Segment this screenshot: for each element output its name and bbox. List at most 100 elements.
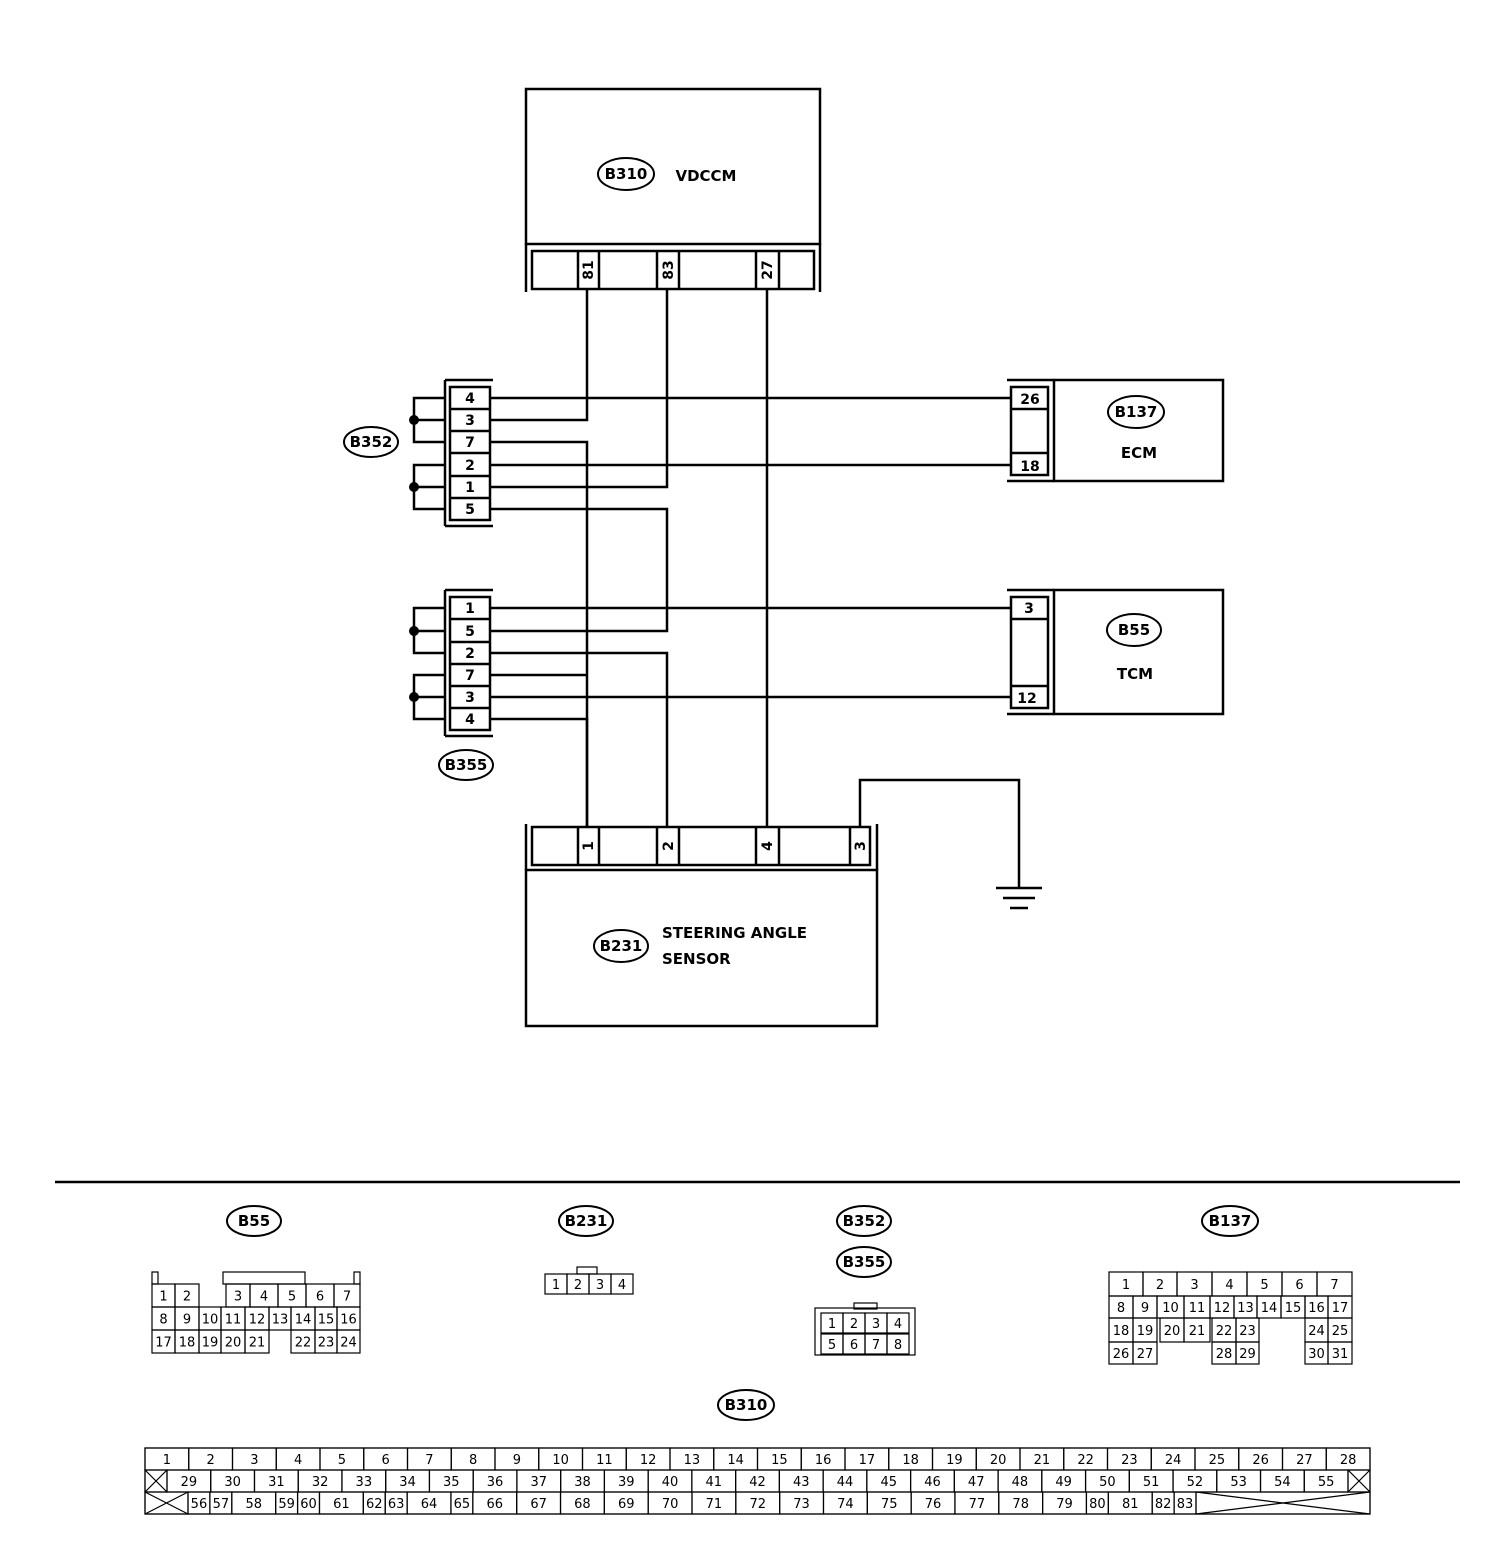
b310-pin-33-label: 33 [356, 1475, 373, 1490]
b352-pin-3: 3 [465, 413, 475, 429]
b310-pin-70-label: 70 [662, 1497, 679, 1512]
vdccm-connector-id: B310 [605, 165, 648, 183]
b310-pin-65-label: 65 [454, 1497, 471, 1512]
b310-pin-80-label: 80 [1089, 1497, 1106, 1512]
b310-pin-6-label: 6 [381, 1453, 389, 1468]
b231-pin-1-label: 1 [552, 1278, 560, 1293]
b55-pin-1-label: 1 [159, 1290, 167, 1305]
b310-pin-68-label: 68 [574, 1497, 591, 1512]
b55-pin-5-label: 5 [288, 1290, 296, 1305]
b310-pin-12-label: 12 [640, 1453, 657, 1468]
b310-pin-35-label: 35 [443, 1475, 460, 1490]
b310-pin-36-label: 36 [487, 1475, 504, 1490]
b137-pin-27-cell [1132, 1341, 1158, 1365]
b137-pin-24-label: 24 [1308, 1324, 1325, 1339]
b310-pin-67-label: 67 [530, 1497, 547, 1512]
b310-pin-11-label: 11 [596, 1453, 613, 1468]
b137-pin-14-label: 14 [1261, 1301, 1278, 1316]
vdccm-label: VDCCM [675, 167, 736, 185]
b55-pin-7-label: 7 [343, 1290, 351, 1305]
b310-pin-75-label: 75 [881, 1497, 898, 1512]
b352-pin-2: 2 [465, 458, 475, 474]
b137-pin-13-label: 13 [1237, 1301, 1254, 1316]
b137-pin-18-label: 18 [1113, 1324, 1130, 1339]
b55-pin-24-cell [336, 1329, 361, 1354]
b137-pin-19-label: 19 [1137, 1324, 1154, 1339]
vdccm-pin-81: 81 [581, 260, 597, 279]
b310-pin-29-label: 29 [181, 1475, 198, 1490]
joint-connector-b355: 1 5 2 7 3 4 B355 [409, 588, 494, 781]
b310-pin-50-label: 50 [1099, 1475, 1116, 1490]
b137-pin-8-label: 8 [1117, 1301, 1125, 1316]
b310-pin-30-label: 30 [224, 1475, 241, 1490]
b137-pin-16-label: 16 [1308, 1301, 1325, 1316]
b137-pin-21-label: 21 [1189, 1324, 1206, 1339]
b310-pin-21-label: 21 [1034, 1453, 1051, 1468]
b310-pin-78-label: 78 [1012, 1497, 1029, 1512]
b355-face-id: B355 [843, 1253, 886, 1271]
b231-pin-4-label: 4 [618, 1278, 626, 1293]
b355-pin-5: 5 [465, 624, 475, 640]
b310-pin-27-label: 27 [1296, 1453, 1313, 1468]
b310-pin-43-label: 43 [793, 1475, 810, 1490]
vdccm-connector-id-oval [597, 157, 655, 191]
b137-pin-9-label: 9 [1141, 1301, 1149, 1316]
b352-pin-1: 1 [465, 480, 475, 496]
b137-pin-21-cell [1183, 1317, 1211, 1343]
b310-pin-63-label: 63 [388, 1497, 405, 1512]
b310-pin-40-label: 40 [662, 1475, 679, 1490]
b310-pin-83-label: 83 [1177, 1497, 1194, 1512]
b231-pin-2-label: 2 [574, 1278, 582, 1293]
b55-pin-17-label: 17 [155, 1336, 172, 1351]
ecm-pin-18: 18 [1020, 459, 1039, 475]
b310-pin-81-label: 81 [1122, 1497, 1139, 1512]
b55-pin-15-label: 15 [318, 1313, 335, 1328]
b310-pin-39-label: 39 [618, 1475, 635, 1490]
joint-connector-b352: 4 3 7 2 1 5 B352 [343, 378, 493, 528]
b352-face-id-oval [836, 1205, 892, 1237]
b55-pin-22-label: 22 [295, 1336, 312, 1351]
sas-label-line1: STEERING ANGLE [662, 924, 807, 942]
b55-pin-16-label: 16 [340, 1313, 357, 1328]
b352-face-id: B352 [843, 1212, 886, 1230]
ecm-label: ECM [1121, 444, 1157, 462]
b310-pin-13-label: 13 [684, 1453, 701, 1468]
b137-pin-15-label: 15 [1285, 1301, 1302, 1316]
vdccm-pin-27: 27 [760, 260, 776, 279]
b310-pin-69-label: 69 [618, 1497, 635, 1512]
b55-pin-4-label: 4 [260, 1290, 268, 1305]
b137-pin-23-label: 23 [1239, 1324, 1256, 1339]
b352-id: B352 [350, 433, 393, 451]
b310-pin-49-label: 49 [1055, 1475, 1072, 1490]
b310-pin-26-label: 26 [1252, 1453, 1269, 1468]
wiring-harness [490, 289, 1042, 910]
b310-pin-15-label: 15 [771, 1453, 788, 1468]
sas-pin-4: 4 [760, 841, 776, 851]
ecm-pin-26: 26 [1020, 392, 1039, 408]
b310-pin-57-label: 57 [213, 1497, 230, 1512]
b310-pin-22-label: 22 [1077, 1453, 1094, 1468]
b352-pin-5: 5 [465, 502, 475, 518]
b55-pin-13-label: 13 [272, 1313, 289, 1328]
b310-pin-52-label: 52 [1187, 1475, 1204, 1490]
b137-pin-26-label: 26 [1113, 1347, 1130, 1362]
b352-b355-pin-4-label: 4 [894, 1317, 902, 1332]
b137-pin-1-label: 1 [1122, 1278, 1130, 1293]
b355-pin-4: 4 [465, 712, 475, 728]
b55-pin-21-label: 21 [249, 1336, 266, 1351]
b137-pin-30-label: 30 [1308, 1347, 1325, 1362]
b310-pin-45-label: 45 [880, 1475, 897, 1490]
b310-pin-54-label: 54 [1274, 1475, 1291, 1490]
b137-pin-31-cell [1327, 1341, 1353, 1365]
b310-pin-42-label: 42 [749, 1475, 766, 1490]
vdccm-pin-83: 83 [661, 260, 677, 279]
b55-pin-11-label: 11 [225, 1313, 242, 1328]
b352-b355-pin-4-cell [886, 1312, 910, 1334]
sas-pin-2: 2 [661, 841, 677, 851]
b310-pin-14-label: 14 [727, 1453, 744, 1468]
b355-id: B355 [445, 756, 488, 774]
b355-pin-2: 2 [465, 646, 475, 662]
